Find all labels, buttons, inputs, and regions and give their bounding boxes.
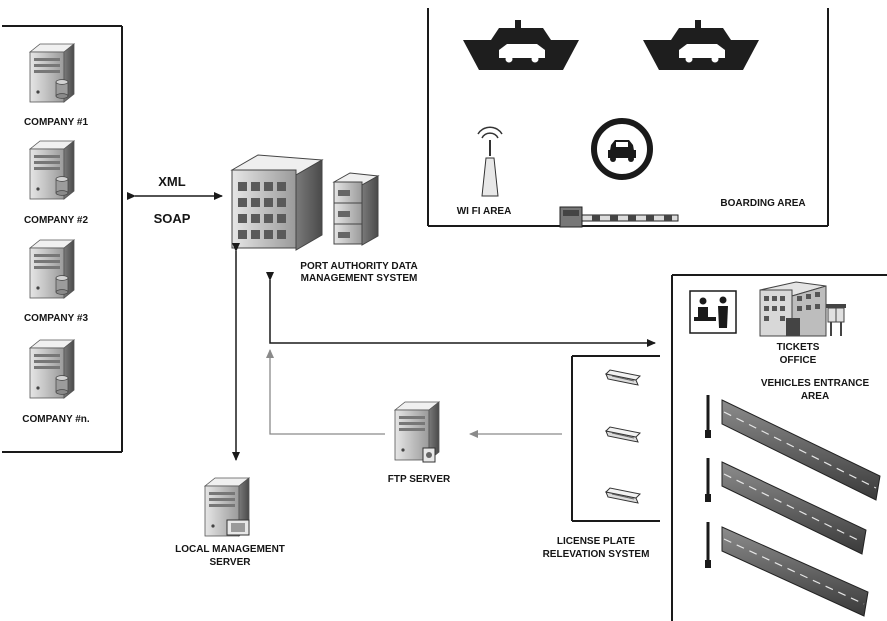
plate-camera-2 [605,426,641,443]
tickets-office-label-line2: OFFICE [779,355,817,366]
vehicles-entrance-frame [671,274,887,621]
entrance-lane-1 [705,395,881,501]
company-server-1 [29,43,75,103]
soap-label: SOAP [153,211,191,226]
vehicles-entrance-label-line2: AREA [800,391,830,402]
local-server-label-line2: SERVER [209,557,251,568]
ferry-icon-2 [643,20,759,70]
company-2-label: COMPANY #2 [23,215,89,226]
company-bracket [2,25,123,453]
company-server-3 [29,239,75,299]
company-3-label: COMPANY #3 [23,313,89,324]
boarding-area-frame [427,8,829,227]
vehicle-sign-icon [591,118,653,180]
ftp-upload-arrow [266,349,385,435]
ftp-server-label: FTP SERVER [387,474,451,485]
company-server-n [29,339,75,399]
xml-label: XML [158,174,186,189]
local-server-label-line1: LOCAL MANAGEMENT [175,544,285,555]
vehicles-entrance-label-line1: VEHICLES ENTRANCE [760,378,870,389]
port-authority-label-line1: PORT AUTHORITY DATA [300,261,418,272]
wifi-antenna-icon [477,126,503,197]
company-1-label: COMPANY #1 [23,117,89,128]
company-server-2 [29,140,75,200]
boarding-gate-barrier [559,206,679,228]
license-plate-bracket [571,355,660,522]
ticket-clerk-icon [689,290,737,334]
tickets-office-building [759,281,827,337]
tickets-office-label-line1: TICKETS [776,342,820,353]
company-n-label: COMPANY #n. [22,414,90,425]
ftp-server [394,401,440,463]
wifi-area-label: WI FI AREA [456,206,512,217]
entrance-link-arrow [266,272,656,347]
port-authority-building [230,154,324,251]
license-plate-label-line1: LICENSE PLATE [556,536,636,547]
license-plate-label-line2: RELEVATION SYSTEM [542,549,650,560]
ferry-icon-1 [463,20,579,70]
entrance-lane-2 [705,458,867,555]
entrance-lane-3 [705,522,869,617]
boarding-area-label: BOARDING AREA [720,198,806,209]
plate-camera-3 [605,487,641,504]
server-rack [332,172,380,246]
port-authority-label-line2: MANAGEMENT SYSTEM [300,273,418,284]
local-management-server [204,477,250,537]
plate-camera-1 [605,369,641,386]
entrance-kiosk-icon [826,304,846,336]
